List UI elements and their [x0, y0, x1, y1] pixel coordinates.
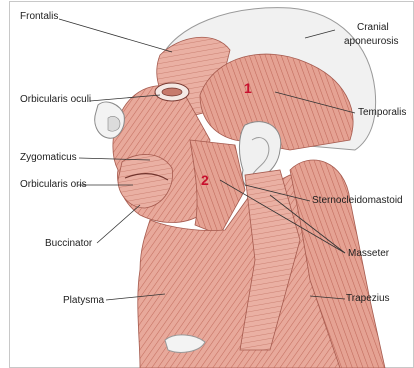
label-temporalis: Temporalis [358, 107, 406, 118]
label-zygomaticus: Zygomaticus [20, 152, 77, 163]
marker-2: 2 [201, 172, 209, 188]
label-frontalis: Frontalis [20, 11, 58, 22]
marker-1: 1 [244, 80, 252, 96]
label-aponeurosis: aponeurosis [344, 36, 398, 47]
label-cranial: Cranial [357, 22, 389, 33]
label-orbicularis-oculi: Orbicularis oculi [20, 94, 91, 105]
label-trapezius: Trapezius [346, 293, 390, 304]
label-buccinator: Buccinator [45, 238, 92, 249]
nose-tip [108, 116, 120, 131]
label-platysma: Platysma [63, 295, 104, 306]
label-masseter: Masseter [348, 248, 389, 259]
label-sternocleidomastoid: Sternocleidomastoid [312, 195, 403, 206]
label-orbicularis-oris: Orbicularis oris [20, 179, 87, 190]
eye-lid [162, 88, 182, 96]
